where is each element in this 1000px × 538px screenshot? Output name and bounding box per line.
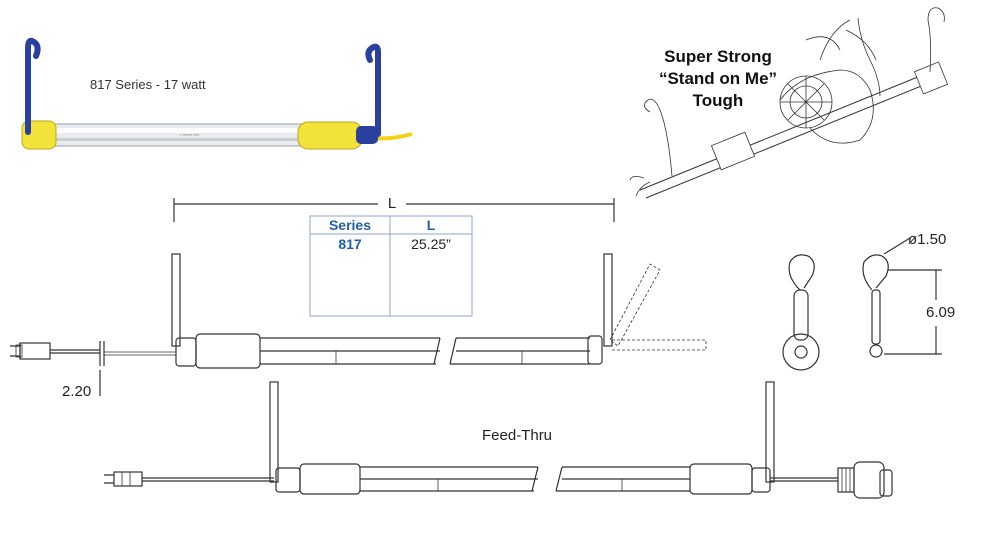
photo-caption: 817 Series - 17 watt [90, 77, 206, 92]
table-header-series: Series [329, 217, 371, 233]
tough-callout: Super Strong “Stand on Me” Tough [659, 47, 777, 110]
hook-diameter-label: ø1.50 [908, 231, 946, 248]
feed-thru-label: Feed-Thru [482, 427, 552, 444]
length-dimension: L [173, 195, 615, 222]
spec-table: Series L 817 25.25” [309, 215, 473, 317]
length-label: L [388, 195, 396, 212]
product-photo: ▪ ▪▪▪▪▪▪▪ ▪▪▪▪ 817 Series - 17 watt [21, 37, 413, 150]
svg-text:▪ ▪▪▪▪▪▪▪ ▪▪▪▪: ▪ ▪▪▪▪▪▪▪ ▪▪▪▪ [180, 132, 200, 137]
boot-sketch [629, 7, 949, 199]
plug-offset-label: 2.20 [62, 383, 91, 400]
hook-detail-side: ø1.50 6.09 [862, 231, 955, 358]
table-header-l: L [427, 217, 436, 233]
right-end-cap [297, 121, 363, 150]
standard-light-drawing: 2.20 [10, 253, 707, 400]
tough-line-2: “Stand on Me” [659, 69, 777, 88]
tough-line-3: Tough [693, 91, 744, 110]
right-hook [365, 43, 381, 137]
hook-detail-front [782, 254, 820, 371]
table-cell-series: 817 [338, 236, 362, 252]
table-cell-length: 25.25” [411, 236, 451, 252]
tough-line-1: Super Strong [664, 47, 772, 66]
hook-height-label: 6.09 [926, 304, 955, 321]
left-hook [25, 37, 41, 135]
feed-thru-drawing: Feed-Thru [104, 381, 893, 499]
